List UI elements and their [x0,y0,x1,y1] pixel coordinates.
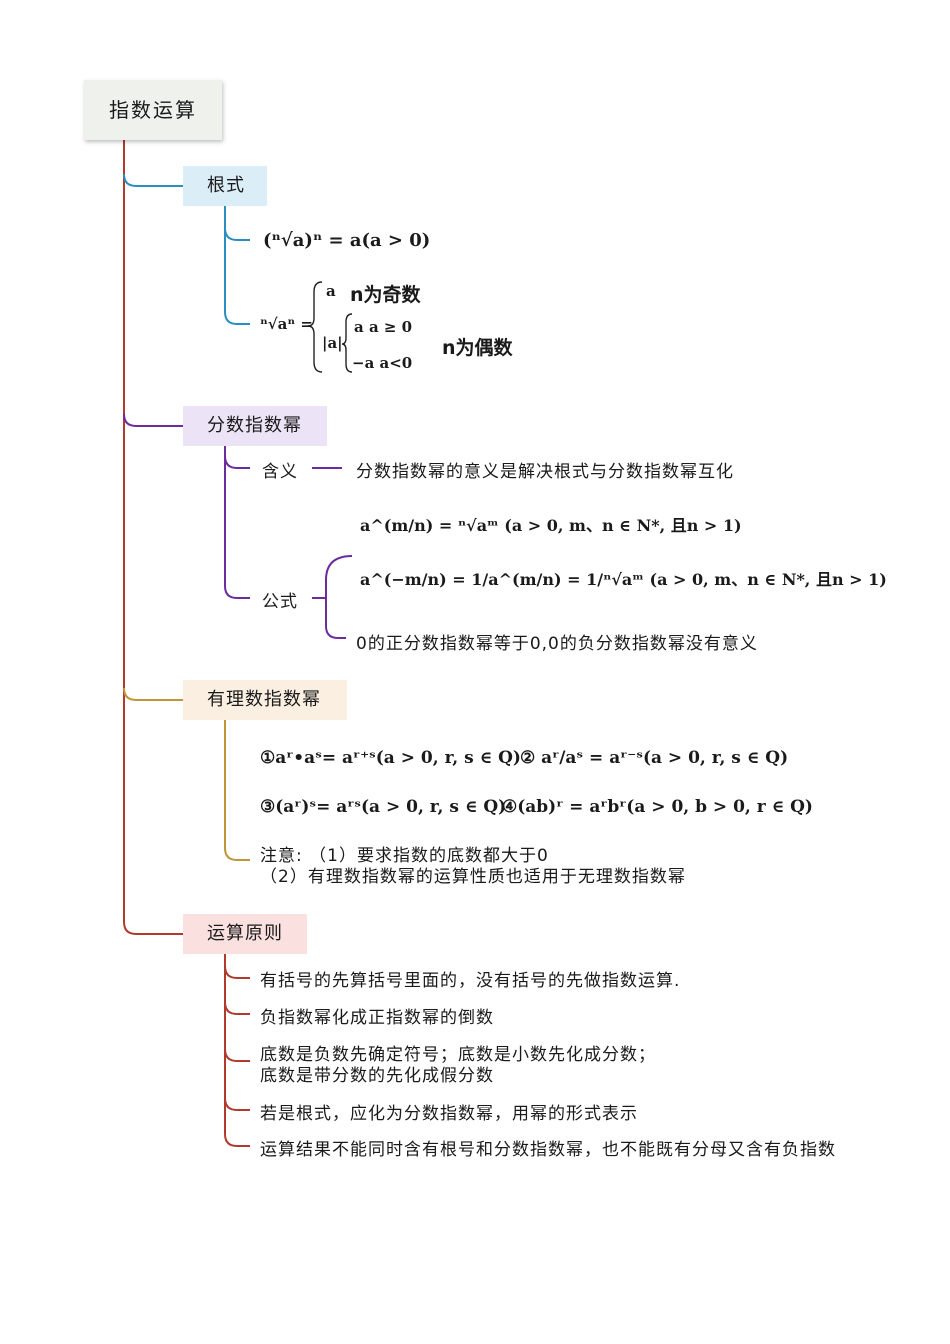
rational-rule-2: ② aʳ/aˢ = aʳ⁻ˢ(a > 0, r, s ∈ Q) [520,748,789,768]
trunk-line [123,140,183,935]
radical-case-odd-cond: n为奇数 [350,284,421,306]
fractional-zero-note: 0的正分数指数幂等于0,0的负分数指数幂没有意义 [356,634,758,654]
rational-rule-1: ①aʳ•aˢ= aʳ⁺ˢ(a > 0, r, s ∈ Q) [260,748,521,768]
radical-abs-a: |a| [322,334,343,352]
fractional-formula-2: a^(−m/n) = 1/a^(m/n) = 1/ⁿ√aᵐ (a > 0, m、… [360,570,887,589]
branch-radical [123,173,183,187]
radical-case-odd-value: a [326,282,336,300]
rules-item-5: 运算结果不能同时含有根号和分数指数幂，也不能既有分母又含有负指数 [260,1140,836,1160]
radical-case-neg: −a a<0 [352,354,413,372]
radical-formula-2-lhs: ⁿ√aⁿ = [260,315,313,333]
fractional-formula-1: a^(m/n) = ⁿ√aᵐ (a > 0, m、n ∈ N*, 且n > 1) [360,516,742,535]
branch-fractional [123,413,183,427]
fractional-formula-label: 公式 [262,592,298,612]
section-rules-label: 运算原则 [207,923,283,944]
rational-rule-3: ③(aʳ)ˢ= aʳˢ(a > 0, r, s ∈ Q) [260,797,507,817]
rules-item-2: 负指数幂化成正指数幂的倒数 [260,1008,494,1028]
section-rational-label: 有理数指数幂 [207,689,321,710]
branch-rational [123,687,183,701]
section-fractional-label: 分数指数幂 [207,415,302,436]
rules-item-3-line-2: 底数是带分数的先化成假分数 [260,1066,494,1086]
section-rational: 有理数指数幂 [183,680,347,720]
rules-item-4: 若是根式，应化为分数指数幂，用幂的形式表示 [260,1104,638,1124]
radical-formula-1: (ⁿ√a)ⁿ = a(a > 0) [263,230,431,251]
rational-rule-4: ④(ab)ʳ = aʳbʳ(a > 0, b > 0, r ∈ Q) [502,797,813,817]
rational-note-2: （2）有理数指数幂的运算性质也适用于无理数指数幂 [260,867,686,887]
rules-item-1: 有括号的先算括号里面的，没有括号的先做指数运算. [260,971,681,991]
fractional-meaning-text: 分数指数幂的意义是解决根式与分数指数幂互化 [356,462,734,482]
section-radical: 根式 [183,166,267,206]
section-radical-label: 根式 [207,175,245,196]
root-node-title: 指数运算 [84,80,222,140]
radical-case-even-cond: n为偶数 [442,337,513,359]
section-rules: 运算原则 [183,914,307,954]
fractional-meaning-label: 含义 [262,462,298,482]
rules-item-3-line-1: 底数是负数先确定符号；底数是小数先化成分数； [260,1045,656,1065]
radical-case-pos: a a ≥ 0 [354,318,413,336]
section-fractional: 分数指数幂 [183,406,327,446]
rational-note-1: 注意: （1）要求指数的底数都大于0 [260,846,549,866]
